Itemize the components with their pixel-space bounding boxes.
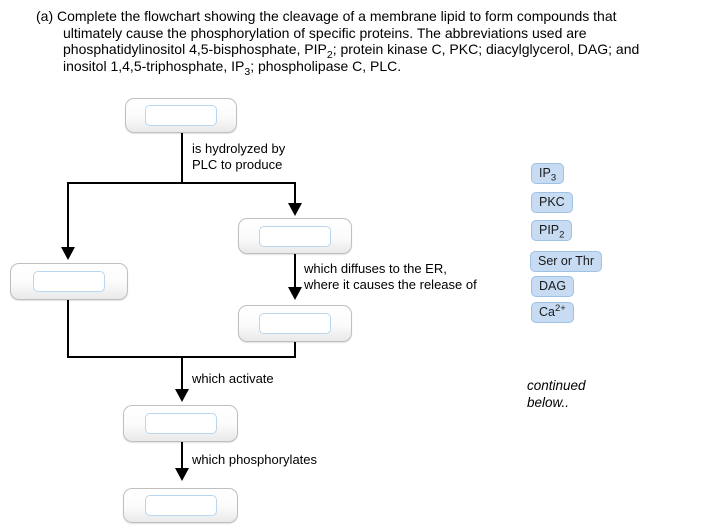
- flow-node-activated-kinase: [123, 405, 238, 442]
- connector-phosphorylates: [181, 442, 183, 468]
- connector-right-branch: [294, 182, 296, 203]
- answer-slot-1[interactable]: [145, 105, 217, 126]
- arrowhead-diffuses-icon: [288, 287, 302, 300]
- connector-activate: [181, 356, 183, 389]
- connector-right-down: [294, 342, 296, 358]
- connector-left-branch: [67, 182, 69, 247]
- edge-label-hydrolyzed: is hydrolyzed by PLC to produce: [192, 141, 286, 172]
- answer-slot-4[interactable]: [259, 313, 331, 334]
- connector-diffuses: [294, 254, 296, 287]
- arrowhead-left-branch-icon: [61, 247, 75, 260]
- connector-top-down: [181, 133, 183, 183]
- edge-label-diffuses: which diffuses to the ER, where it cause…: [304, 261, 477, 292]
- answer-chip-dag[interactable]: DAG: [531, 276, 575, 297]
- flow-node-left-product: [10, 263, 128, 300]
- answer-slot-2[interactable]: [259, 225, 331, 247]
- answer-chip-ip3[interactable]: IP3: [531, 163, 565, 184]
- answer-chip-ca2plus[interactable]: Ca2+: [531, 302, 574, 323]
- answer-chip-pkc[interactable]: PKC: [531, 192, 573, 213]
- arrowhead-activate-icon: [175, 389, 189, 402]
- connector-split-horizontal: [67, 182, 296, 184]
- connector-left-down: [67, 300, 69, 358]
- flow-node-membrane-lipid: [125, 98, 237, 133]
- edge-label-activate: which activate: [192, 371, 274, 386]
- arrowhead-phosphorylates-icon: [175, 468, 189, 481]
- flow-node-phosphorylated-residue: [123, 488, 238, 523]
- answer-slot-5[interactable]: [144, 413, 217, 434]
- edge-label-phosphorylates: which phosphorylates: [192, 452, 318, 467]
- continued-note: continued below..: [527, 378, 586, 410]
- answer-chip-ser-or-thr[interactable]: Ser or Thr: [530, 251, 603, 272]
- flow-node-right-product: [238, 218, 352, 254]
- question-text: (a) Complete the flowchart showing the c…: [36, 8, 640, 78]
- arrowhead-right-branch-icon: [288, 203, 302, 216]
- answer-slot-6[interactable]: [144, 495, 217, 516]
- flow-node-released-ion: [238, 305, 352, 342]
- answer-slot-3[interactable]: [33, 271, 105, 292]
- answer-chip-pip2[interactable]: PIP2: [531, 220, 573, 241]
